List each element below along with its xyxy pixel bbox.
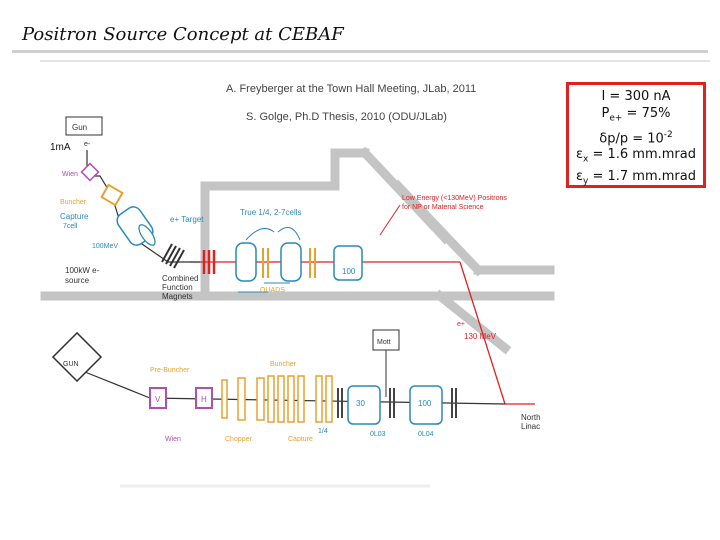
param-polarization: Pe+ = 75% [601, 105, 671, 124]
cavity-100-bottom-label: 100 [418, 399, 432, 408]
positron-beamline [65, 116, 535, 405]
ol03-label: 0L03 [370, 431, 386, 438]
ol04-label: 0L04 [418, 431, 434, 438]
quads-label: QUADS [260, 287, 285, 294]
current-label: 1mA [50, 142, 71, 153]
wien-bottom-label: Wien [165, 436, 181, 443]
buncher-bottom-label: Buncher [270, 361, 297, 368]
h-box-label: H [201, 395, 207, 404]
credit-freyberger: A. Freyberger at the Town Hall Meeting, … [226, 83, 477, 95]
target-label: e+ Target [170, 215, 204, 224]
low-energy-label-2: for NP or Material Science [402, 204, 484, 211]
capture-bottom-label: Capture [288, 436, 313, 443]
param-emittance-y: εy = 1.7 mm.mrad [575, 168, 696, 187]
injector-beamline [51, 329, 506, 425]
diagram-labels: 1mA Gun e- Wien Buncher Capture 7cell e+… [50, 123, 541, 443]
energy-100-label: 100MeV [92, 243, 118, 250]
param-momentum-spread: δp/p = 10-2 [599, 129, 673, 146]
cells-label: True 1/4, 2-7cells [240, 208, 302, 217]
energy-130-label: 130 MeV [464, 332, 497, 341]
prebuncher-label: Pre-Buncher [150, 367, 190, 374]
v-box-label: V [155, 395, 161, 404]
north-linac-label-2: Linac [521, 422, 540, 431]
electron-label: e- [84, 141, 91, 148]
low-energy-label-1: Low Energy (<130MeV) Positrons [402, 195, 507, 202]
tunnel-walls [40, 146, 555, 355]
slide-title: Positron Source Concept at CEBAF [22, 24, 344, 45]
parameter-box: I = 300 nA Pe+ = 75% δp/p = 10-2 εx = 1.… [566, 82, 706, 188]
cavity-100-top-label: 100 [342, 267, 356, 276]
source-label-1: 100kW e- [65, 266, 100, 275]
param-emittance-x: εx = 1.6 mm.mrad [575, 147, 696, 166]
wien-top-label: Wien [62, 171, 78, 178]
magnets-label-2: Function [162, 283, 193, 292]
magnets-label-1: Combined [162, 274, 198, 283]
source-label-2: source [65, 276, 90, 285]
quarter-label: 1/4 [318, 428, 328, 435]
capture-cells-label: 7cell [63, 223, 78, 230]
positron-label: e+ [457, 321, 465, 328]
param-current: I = 300 nA [601, 89, 671, 104]
mott-label: Mott [377, 339, 391, 346]
title-divider [12, 50, 708, 53]
cavity-30-label: 30 [356, 399, 365, 408]
credit-golge: S. Golge, Ph.D Thesis, 2010 (ODU/JLab) [246, 111, 447, 123]
gun-top-label: Gun [72, 123, 87, 132]
gun-bottom-label: GUN [63, 361, 79, 368]
chopper-label: Chopper [225, 436, 253, 443]
magnets-label-3: Magnets [162, 292, 193, 301]
title-divider-shadow [40, 60, 710, 62]
buncher-top-label: Buncher [60, 199, 87, 206]
north-linac-label-1: North [521, 413, 541, 422]
capture-top-label: Capture [60, 212, 89, 221]
